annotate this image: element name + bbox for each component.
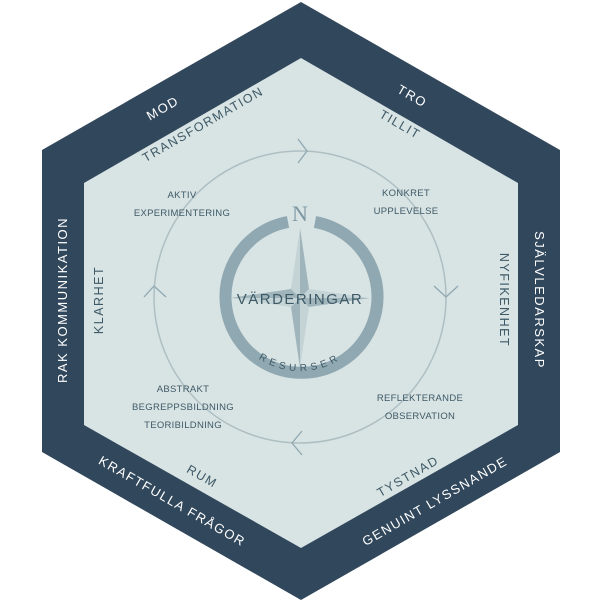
compass-star-icon [230,228,370,368]
compass-ring [219,216,384,379]
arrow-down-icon [433,285,459,298]
inner-label-klarhet: KLARHET [92,266,106,334]
stage-line: ABSTRAKT [157,384,210,395]
stage-line: KONKRET [382,188,430,199]
outer-label-rak-kommunikation: RAK KOMMUNIKATION [55,217,70,383]
stage-line: TEORIBILDNING [144,420,222,431]
compass-north: N [292,201,308,226]
arrow-up-icon [143,285,167,298]
stage-concrete-experience: KONKRET UPPLEVELSE [374,188,439,217]
stage-line: REFLEKTERANDE [377,393,463,404]
stage-line: EXPERIMENTERING [134,208,230,219]
inner-label-nyfikenhet: NYFIKENHET [497,253,511,347]
arrow-right-icon [297,138,308,164]
stage-line: UPPLEVELSE [374,206,439,217]
stage-active-experimentation: AKTIV EXPERIMENTERING [134,190,230,219]
outer-label-sjalvledarskap: SJÄLVLEDARSKAP [532,231,547,369]
stage-abstract-conceptualization: ABSTRAKT BEGREPPSBILDNING TEORIBILDNING [132,384,234,431]
arrow-left-icon [291,430,303,456]
compass: N VÄRDERINGAR RESURSER [219,201,384,379]
compass-center-label: VÄRDERINGAR [237,291,364,308]
stage-reflective-observation: REFLEKTERANDE OBSERVATION [377,393,463,422]
stage-line: AKTIV [168,190,197,201]
stage-line: BEGREPPSBILDNING [132,402,234,413]
stage-line: OBSERVATION [385,411,455,422]
